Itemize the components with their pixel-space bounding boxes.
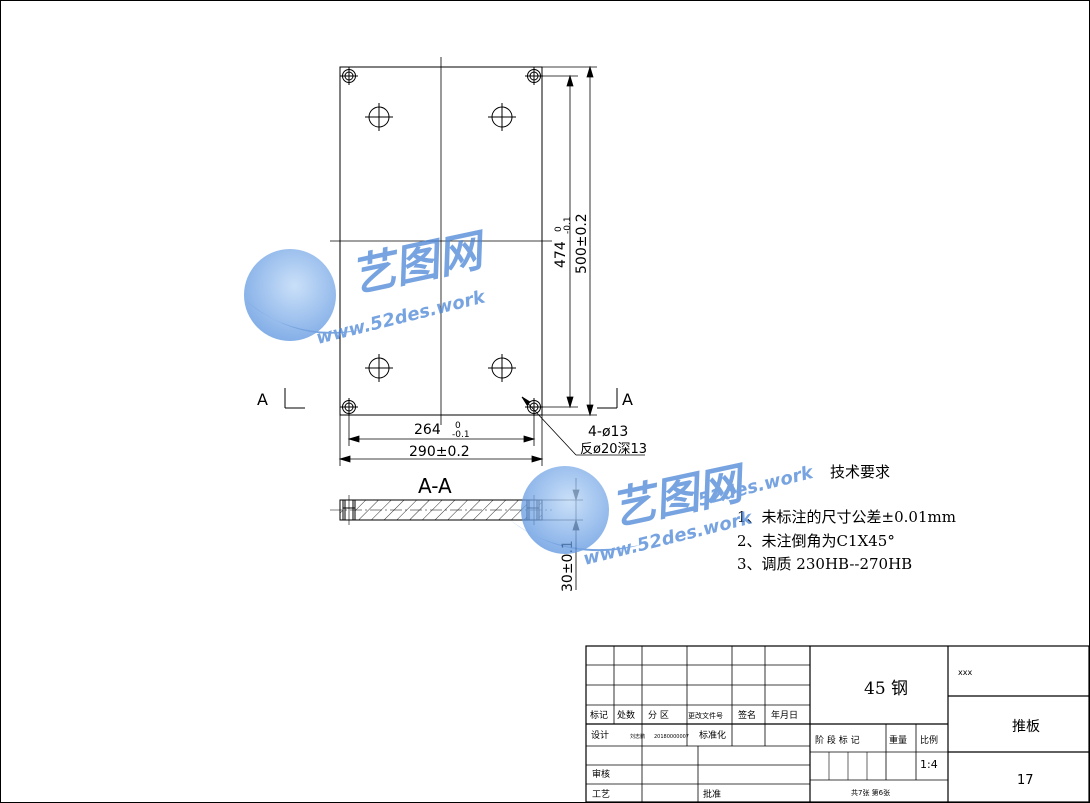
dim-474-value: 474: [553, 241, 569, 268]
dim-474-tol-upper: 0: [554, 226, 564, 232]
corner-hole-top-left: [340, 67, 358, 85]
dim-264-tol-lower: -0.1: [452, 430, 470, 440]
tb-label-change-doc: 更改文件号: [688, 711, 723, 720]
section-marker-right-letter: A: [622, 390, 633, 409]
hole-note-count: 4-ø13: [588, 424, 628, 440]
dim-474-tol-lower: -0.1: [563, 216, 573, 234]
hole-callout-leader: [521, 396, 645, 456]
watermark-globe-icon: [244, 249, 336, 341]
inner-hole-top-left: [365, 103, 393, 131]
tb-material: 45 钢: [864, 679, 908, 699]
section-marker-left-letter: A: [257, 390, 268, 409]
tech-req-item-1: 1、未标注的尺寸公差±0.01mm: [737, 508, 956, 526]
section-view: [330, 495, 552, 525]
watermark-top: 艺图网 www.52des.work: [244, 224, 492, 349]
tb-sheets: 共7张 第6张: [851, 788, 890, 797]
tb-label-design: 设计: [591, 729, 609, 741]
tb-part-name: 推板: [1012, 719, 1040, 735]
section-marker-left: [284, 388, 305, 409]
dim-264-value: 264: [414, 422, 441, 438]
tech-req-title: 技术要求: [830, 463, 890, 481]
tb-label-approve: 批准: [703, 788, 721, 800]
dim-474-lines: [542, 74, 578, 409]
section-marker-right: [597, 388, 618, 409]
tb-label-ratio: 比例: [920, 734, 938, 746]
dim-290-value: 290±0.2: [409, 444, 470, 460]
inner-hole-bottom-right: [488, 354, 516, 382]
tb-label-date: 年月日: [771, 709, 798, 721]
inner-hole-top-right: [488, 103, 516, 131]
dim-500-lines: [542, 65, 597, 417]
tb-label-weight: 重量: [889, 734, 907, 746]
tech-req-item-3: 3、调质 230HB--270HB: [737, 555, 912, 573]
tb-designer: 刘志鹏: [630, 733, 645, 740]
corner-hole-bottom-left: [340, 398, 358, 416]
tb-label-zone: 分 区: [648, 710, 669, 721]
title-block: [585, 645, 1090, 803]
tb-scale: 1:4: [920, 758, 938, 771]
tb-label-standardize: 标准化: [699, 729, 726, 741]
dim-500-value: 500±0.2: [574, 213, 590, 274]
tb-label-sign: 签名: [738, 709, 756, 721]
tech-req-item-2: 2、未注倒角为C1X45°: [737, 532, 895, 550]
tb-label-review: 审核: [592, 768, 610, 780]
inner-hole-bottom-left: [365, 354, 393, 382]
corner-hole-bottom-right: [525, 398, 543, 416]
tb-label-process: 工艺: [592, 789, 610, 800]
section-title: A-A: [418, 474, 452, 498]
tb-label-mark: 标记: [590, 709, 608, 721]
tb-design-date: 20180000007: [654, 734, 689, 740]
tb-label-stage-mark: 阶 段 标 记: [815, 734, 860, 746]
dim-290-lines: [338, 415, 544, 466]
watermark-globe-icon: [521, 466, 609, 554]
tb-drawing-no: 17: [1017, 773, 1034, 788]
tb-company: xxx: [958, 668, 972, 677]
tb-label-count: 处数: [617, 709, 635, 721]
corner-hole-top-right: [525, 67, 543, 85]
dim-264-tol-upper: 0: [455, 421, 461, 431]
dim-264-lines: [347, 415, 536, 446]
front-view: [330, 57, 552, 425]
hole-note-counterbore: 反ø20深13: [580, 442, 647, 457]
